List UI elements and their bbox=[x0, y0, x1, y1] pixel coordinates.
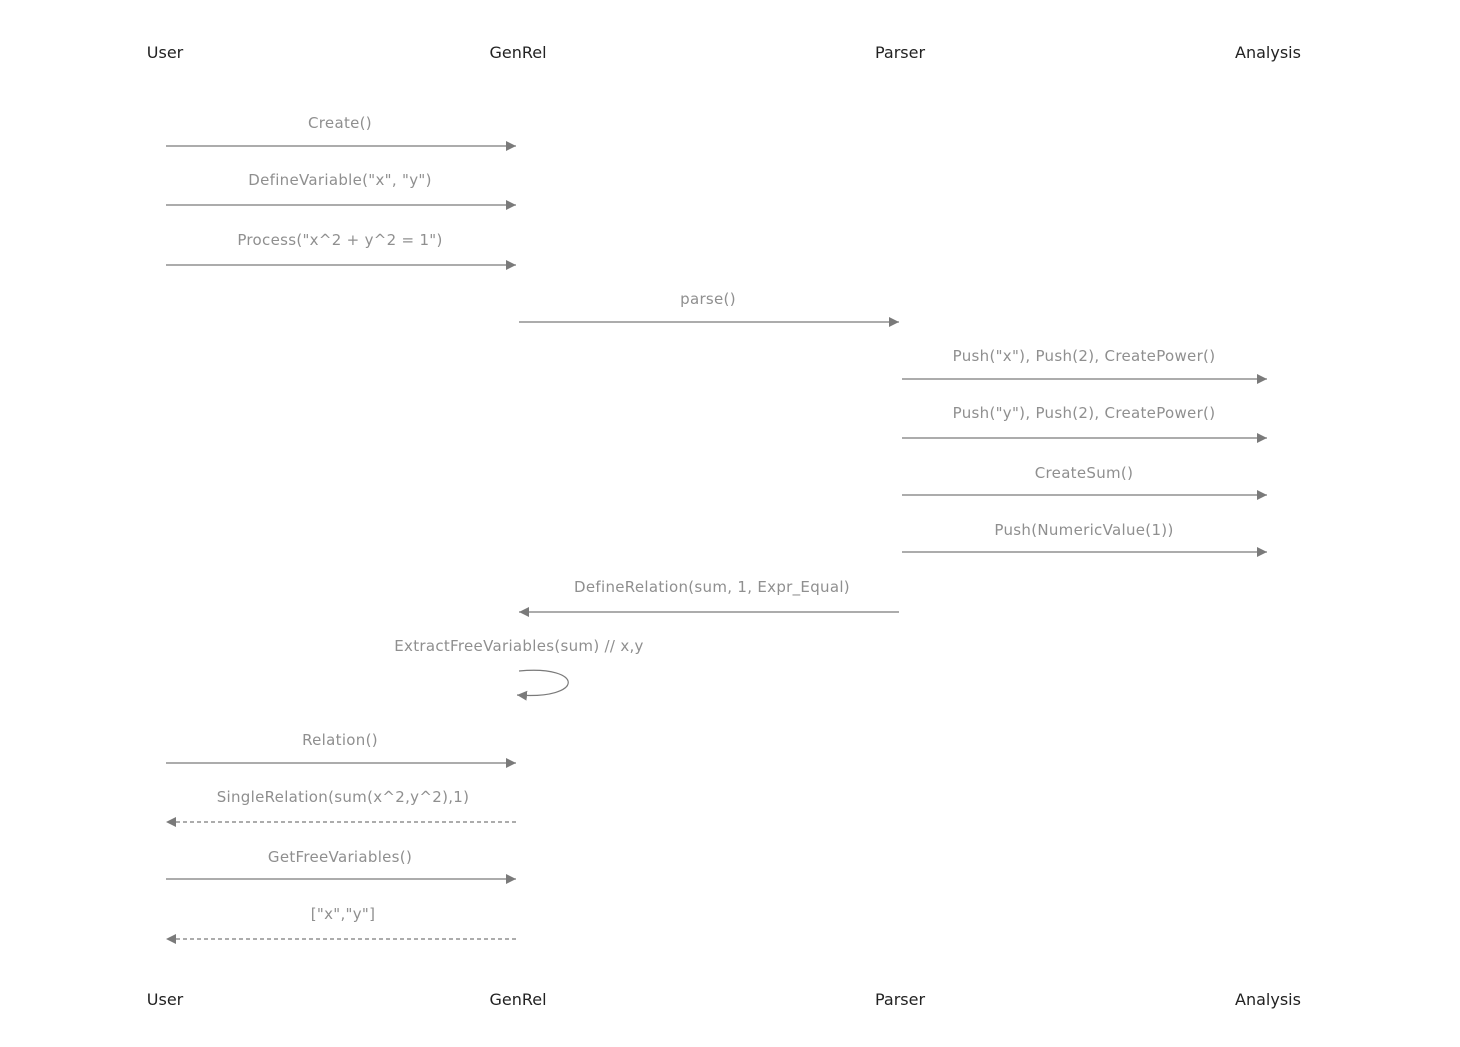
message-label: CreateSum() bbox=[1035, 464, 1134, 482]
participant-label-parser-top: Parser bbox=[875, 43, 925, 62]
message-push-y: Push("y"), Push(2), CreatePower() bbox=[902, 404, 1267, 443]
participant-label-analysis-bottom: Analysis bbox=[1235, 990, 1301, 1009]
participant-label-genrel-bottom: GenRel bbox=[489, 990, 546, 1009]
message-create-sum: CreateSum() bbox=[902, 464, 1267, 500]
message-label: Process("x^2 + y^2 = 1") bbox=[237, 231, 442, 249]
message-define-relation: DefineRelation(sum, 1, Expr_Equal) bbox=[519, 578, 899, 617]
message-push-numeric-value: Push(NumericValue(1)) bbox=[902, 521, 1267, 557]
message-create: Create() bbox=[166, 114, 516, 151]
participant-label-genrel-top: GenRel bbox=[489, 43, 546, 62]
message-parse: parse() bbox=[519, 290, 899, 327]
message-free-variables-return: ["x","y"] bbox=[166, 905, 516, 944]
participant-label-user-top: User bbox=[147, 43, 184, 62]
message-process: Process("x^2 + y^2 = 1") bbox=[166, 231, 516, 270]
message-label: ExtractFreeVariables(sum) // x,y bbox=[394, 637, 644, 655]
message-extract-free-variables: ExtractFreeVariables(sum) // x,y bbox=[394, 637, 644, 701]
message-label: Create() bbox=[308, 114, 372, 132]
message-label: parse() bbox=[680, 290, 736, 308]
message-single-relation-return: SingleRelation(sum(x^2,y^2),1) bbox=[166, 788, 516, 827]
message-label: Push("x"), Push(2), CreatePower() bbox=[953, 347, 1216, 365]
message-label: SingleRelation(sum(x^2,y^2),1) bbox=[217, 788, 470, 806]
message-label: ["x","y"] bbox=[311, 905, 376, 923]
message-label: GetFreeVariables() bbox=[268, 848, 412, 866]
message-label: DefineVariable("x", "y") bbox=[248, 171, 432, 189]
message-relation: Relation() bbox=[166, 731, 516, 768]
message-push-x: Push("x"), Push(2), CreatePower() bbox=[902, 347, 1267, 384]
message-label: Push("y"), Push(2), CreatePower() bbox=[953, 404, 1216, 422]
participant-label-analysis-top: Analysis bbox=[1235, 43, 1301, 62]
message-get-free-variables: GetFreeVariables() bbox=[166, 848, 516, 884]
message-define-variable: DefineVariable("x", "y") bbox=[166, 171, 516, 210]
message-label: Push(NumericValue(1)) bbox=[994, 521, 1173, 539]
message-label: DefineRelation(sum, 1, Expr_Equal) bbox=[574, 578, 850, 597]
participant-label-parser-bottom: Parser bbox=[875, 990, 925, 1009]
message-label: Relation() bbox=[302, 731, 378, 749]
participant-label-user-bottom: User bbox=[147, 990, 184, 1009]
self-loop-arrow bbox=[516, 669, 569, 701]
